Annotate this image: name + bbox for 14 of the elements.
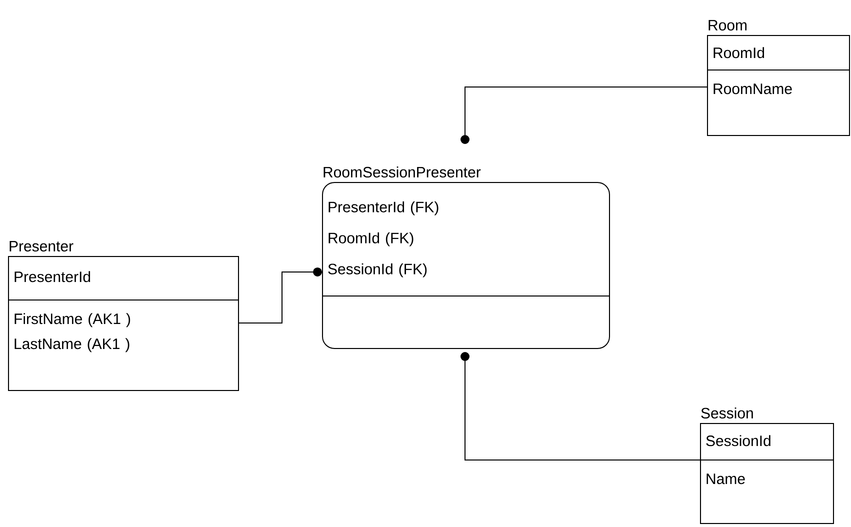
entity-name: Session (701, 407, 753, 418)
attribute-list: SessionId (706, 435, 770, 446)
entity-name: Room (708, 20, 746, 30)
attribute-list: Name (706, 474, 745, 484)
attribute-list: PresenterId (FK) RoomId (FK) SessionId (FK) (328, 201, 438, 278)
relationship-line (460, 352, 700, 460)
attribute-list: RoomId (714, 47, 764, 58)
attribute-list: RoomName (714, 84, 792, 94)
relationship-line (238, 268, 322, 324)
relationship-line (460, 86, 708, 144)
attribute-list: FirstName (AK1 ) LastName (AK1 ) (14, 313, 130, 352)
entity-name: RoomSessionPresenter (324, 166, 481, 178)
attribute-list: PresenterId (14, 271, 90, 282)
entity-name: Presenter (10, 241, 74, 252)
